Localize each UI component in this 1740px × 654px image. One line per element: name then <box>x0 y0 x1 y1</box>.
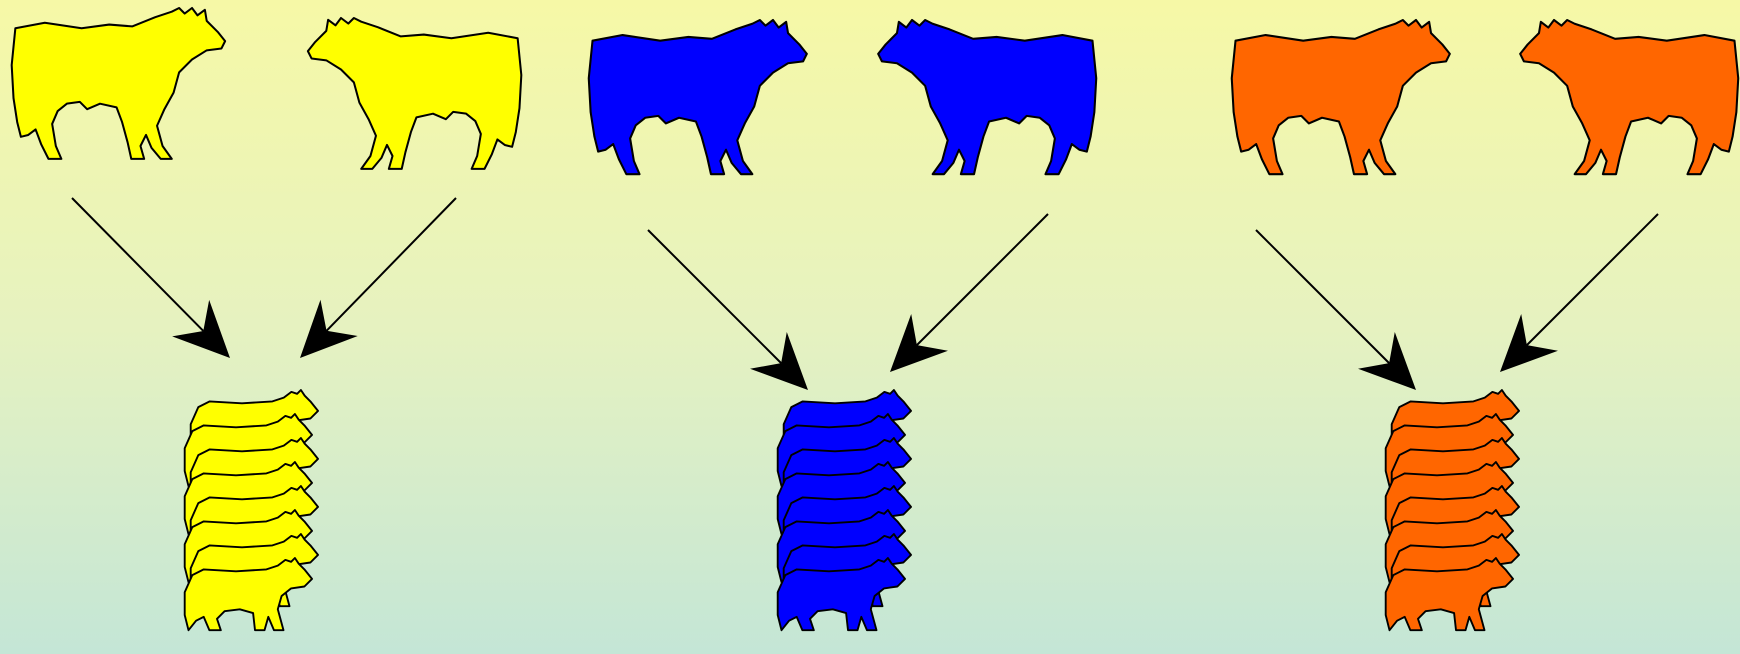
arrow-shaft <box>327 198 456 331</box>
arrow-shaft <box>917 214 1048 345</box>
arrow-shaft <box>1527 214 1658 345</box>
arrow-shaft <box>648 230 781 363</box>
parent-bull-left <box>1232 20 1450 174</box>
arrow-shaft <box>72 198 203 331</box>
arrow-shaft <box>1256 230 1389 363</box>
parent-bull-right <box>878 20 1096 174</box>
yellow-breed-group <box>12 8 522 630</box>
parent-bull-left <box>589 20 807 174</box>
parent-bull-right <box>1520 20 1738 174</box>
offspring-stack <box>778 390 911 630</box>
offspring-stack <box>1386 390 1519 630</box>
orange-breed-group <box>1232 20 1738 630</box>
parent-bull-left <box>12 8 225 159</box>
blue-breed-group <box>589 20 1096 630</box>
offspring-stack <box>185 390 318 630</box>
parent-bull-right <box>308 18 521 169</box>
